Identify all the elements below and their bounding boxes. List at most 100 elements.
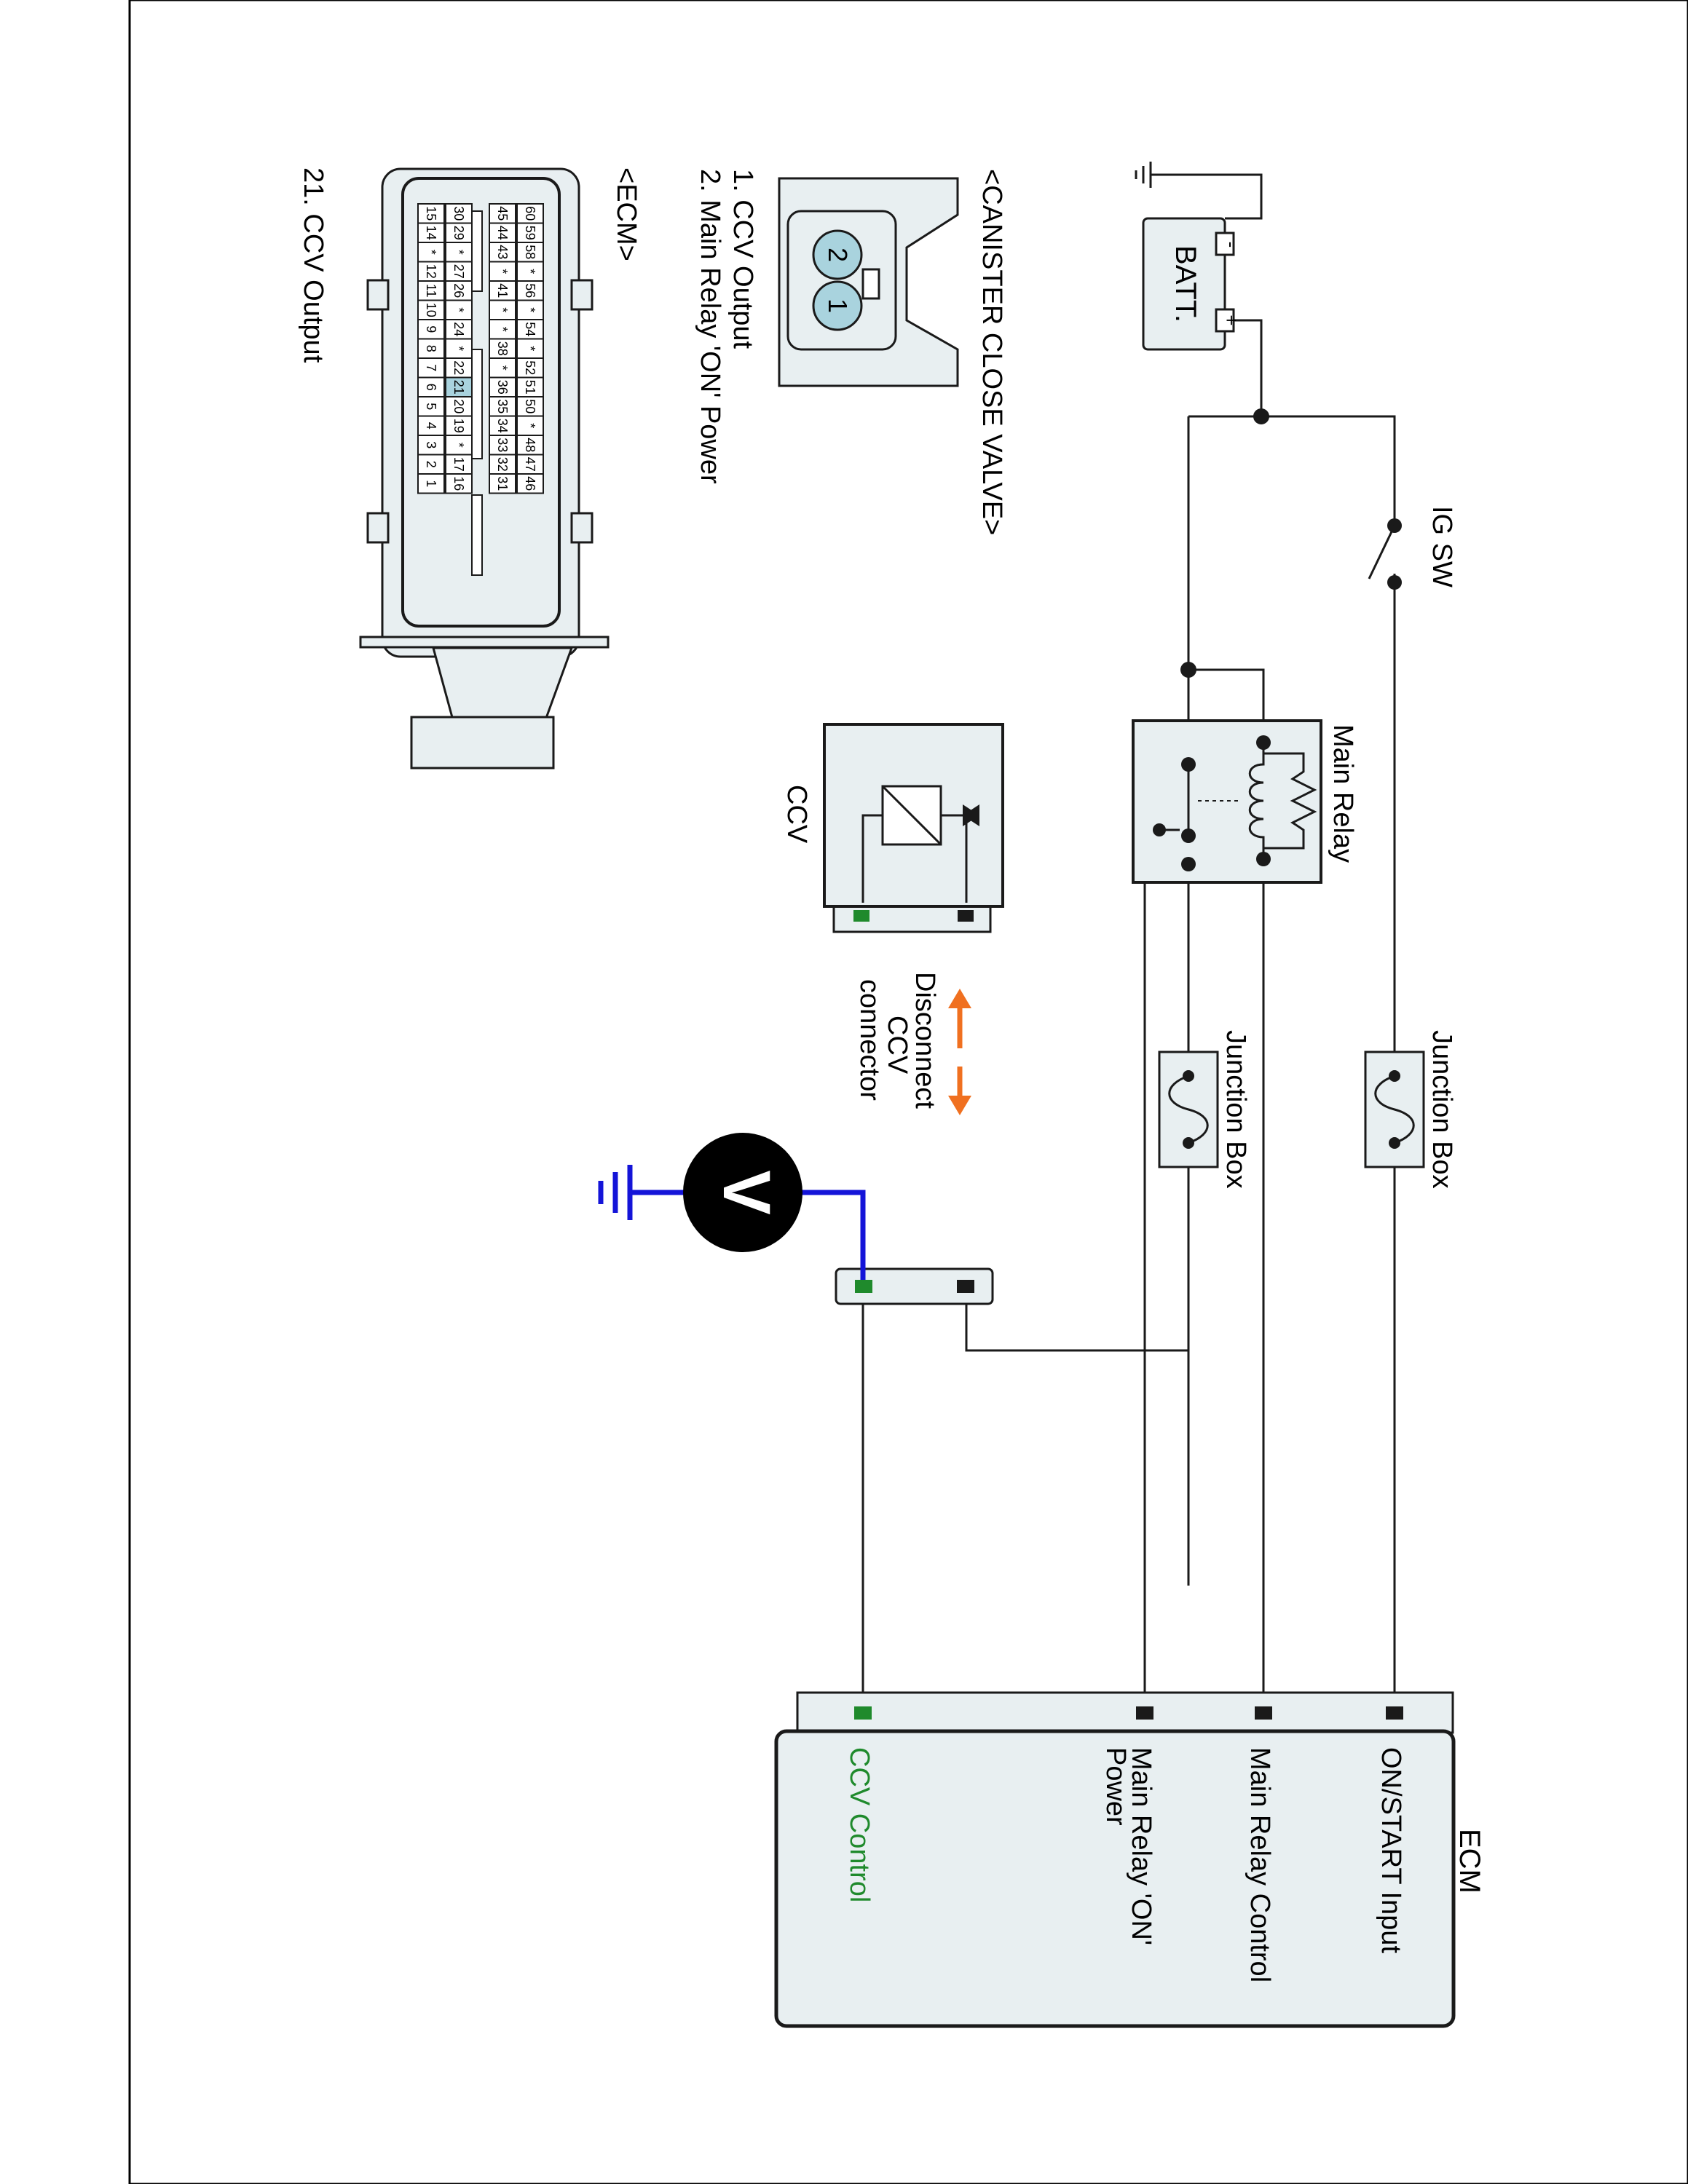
ecm-pin-label: 9 [424, 325, 438, 333]
ecm-pin-label: 5 [424, 403, 438, 410]
ecm-pin-label: 21 [451, 380, 466, 395]
ecm-pin-cell [417, 242, 445, 263]
ecm-pin-label: 17 [451, 457, 466, 472]
ecm-pin-label: * [523, 423, 537, 428]
ecm-pin-label: 12 [424, 264, 438, 279]
ecm-pin-label: * [523, 307, 537, 312]
ecm-pin-label: 38 [495, 341, 510, 356]
battery-label: BATT. [1170, 245, 1202, 323]
wiring [861, 173, 1396, 1712]
ecm-pin-cell [417, 338, 445, 359]
ecm-pin-label: 48 [523, 438, 537, 452]
ecm-pin-cell [516, 319, 544, 340]
ccv-label: CCV [781, 785, 812, 844]
ecm-pin-cell [489, 396, 516, 417]
ecm-pin-cell [516, 454, 544, 475]
ecm-pin-cell [445, 357, 473, 379]
ecm-pin-cell [489, 299, 516, 320]
ecm-pin-label-main-relay-on-1: Main Relay 'ON' [1126, 1747, 1156, 1945]
ecm-pin-label: 20 [451, 399, 466, 414]
ecm-pin-label: * [523, 269, 537, 274]
ecm-pin-cell [489, 454, 516, 475]
ecm-pin-cell [417, 222, 445, 243]
ecm-pin-label: 47 [523, 457, 537, 472]
ecm-pin-cell [417, 203, 445, 224]
junction-box-1-label: Junction Box [1427, 1030, 1457, 1189]
ecm-pin-cell [417, 319, 445, 340]
battery-plus: + [1220, 314, 1242, 325]
junction-dots [1180, 408, 1269, 678]
ecm-pin-label: 60 [523, 206, 537, 221]
disconnect-line1: Disconnect [910, 972, 940, 1109]
ecm-pin-cell [516, 203, 544, 224]
ecm-pin-on-start [1386, 1706, 1403, 1720]
disconnect-arrows [948, 989, 971, 1115]
ccv-pin-green [853, 910, 869, 922]
ecm-pin-label: * [495, 307, 510, 312]
canister-legend-1: 1. CCV Output [727, 169, 758, 349]
ecm-pin-label: 8 [424, 345, 438, 352]
canister-pin-1: 1 [823, 298, 853, 313]
disconnect-line3: connector [854, 979, 885, 1101]
ecm-pin-cell [417, 473, 445, 494]
disconnect-note: Disconnect CCV connector [854, 972, 940, 1109]
ecm-pin-cell [445, 203, 473, 224]
ecm-pin-cell [445, 299, 473, 320]
ecm-pin-label: * [495, 269, 510, 274]
ecm-pin-label: 58 [523, 245, 537, 259]
ecm-pin-label: 3 [424, 441, 438, 448]
ecm-pin-cell [516, 473, 544, 494]
ecm-pin-label: 4 [424, 422, 438, 430]
voltmeter: V [598, 1133, 866, 1280]
ecm-pin-main-relay-on [1136, 1706, 1153, 1720]
ecm-pin-label: * [424, 250, 438, 255]
ecm-connector-title: <ECM> [611, 167, 642, 261]
ecm-pin-label: 46 [523, 476, 537, 491]
ecm-pin-cell [516, 435, 544, 456]
ecm-pin-cell [489, 435, 516, 456]
ecm-pin-cell [516, 299, 544, 320]
ecm-pin-cell [445, 261, 473, 282]
ecm-pin-label: 43 [495, 245, 510, 259]
ecm-pin-label: 30 [451, 206, 466, 221]
ecm-connector-legend: 21. CCV Output [298, 167, 328, 363]
ecm-pin-label: 44 [495, 226, 510, 240]
ecm-pin-label: 22 [451, 360, 466, 375]
ecm-pin-label: 26 [451, 283, 466, 298]
ccv-component: CCV [781, 723, 1004, 933]
ecm-pin-cell [489, 376, 516, 397]
ecm-pin-cell [516, 338, 544, 359]
ecm-pin-label-ccv-control: CCV Control [844, 1747, 875, 1902]
ecm-pin-label: 6 [424, 384, 438, 391]
ecm-pin-cell [417, 454, 445, 475]
ecm-pin-label: 45 [495, 206, 510, 221]
ecm-pin-label: * [495, 365, 510, 371]
ecm-pin-label: * [451, 443, 466, 448]
ecm-pin-label-main-relay-on-2: Power [1100, 1747, 1131, 1826]
ecm-pin-label: 33 [495, 438, 510, 452]
ecm-pin-label: * [523, 346, 537, 351]
ecm-pin-cell [516, 376, 544, 397]
ecm-pin-label-on-start: ON/START Input [1376, 1747, 1406, 1953]
ecm-pin-label: 54 [523, 322, 537, 336]
ecm-pin-label: * [451, 346, 466, 351]
ecm-pin-label: 15 [424, 206, 438, 221]
ground-icon [1135, 162, 1152, 188]
ecm-pin-cell [489, 338, 516, 359]
ecm-pin-label: 56 [523, 283, 537, 298]
ccv-pin-black [958, 910, 974, 922]
ecm-pin-label: 7 [424, 364, 438, 371]
disconnect-line2: CCV [882, 1016, 912, 1075]
ecm-pin-main-relay-control [1255, 1706, 1272, 1720]
ecm-pin-cell [516, 415, 544, 436]
ecm-pin-label: 51 [523, 380, 537, 395]
ecm-pin-label: 50 [523, 399, 537, 414]
ecm-pin-label: 24 [451, 322, 466, 336]
ccv-connector-pin-green [855, 1280, 872, 1293]
ecm-pin-label: 16 [451, 476, 466, 491]
ecm-pin-cell [489, 473, 516, 494]
ecm-pin-label: * [495, 327, 510, 332]
battery: - + BATT. [1142, 217, 1242, 351]
main-relay: Main Relay [1132, 719, 1358, 884]
ecm-pin-label: 52 [523, 360, 537, 375]
